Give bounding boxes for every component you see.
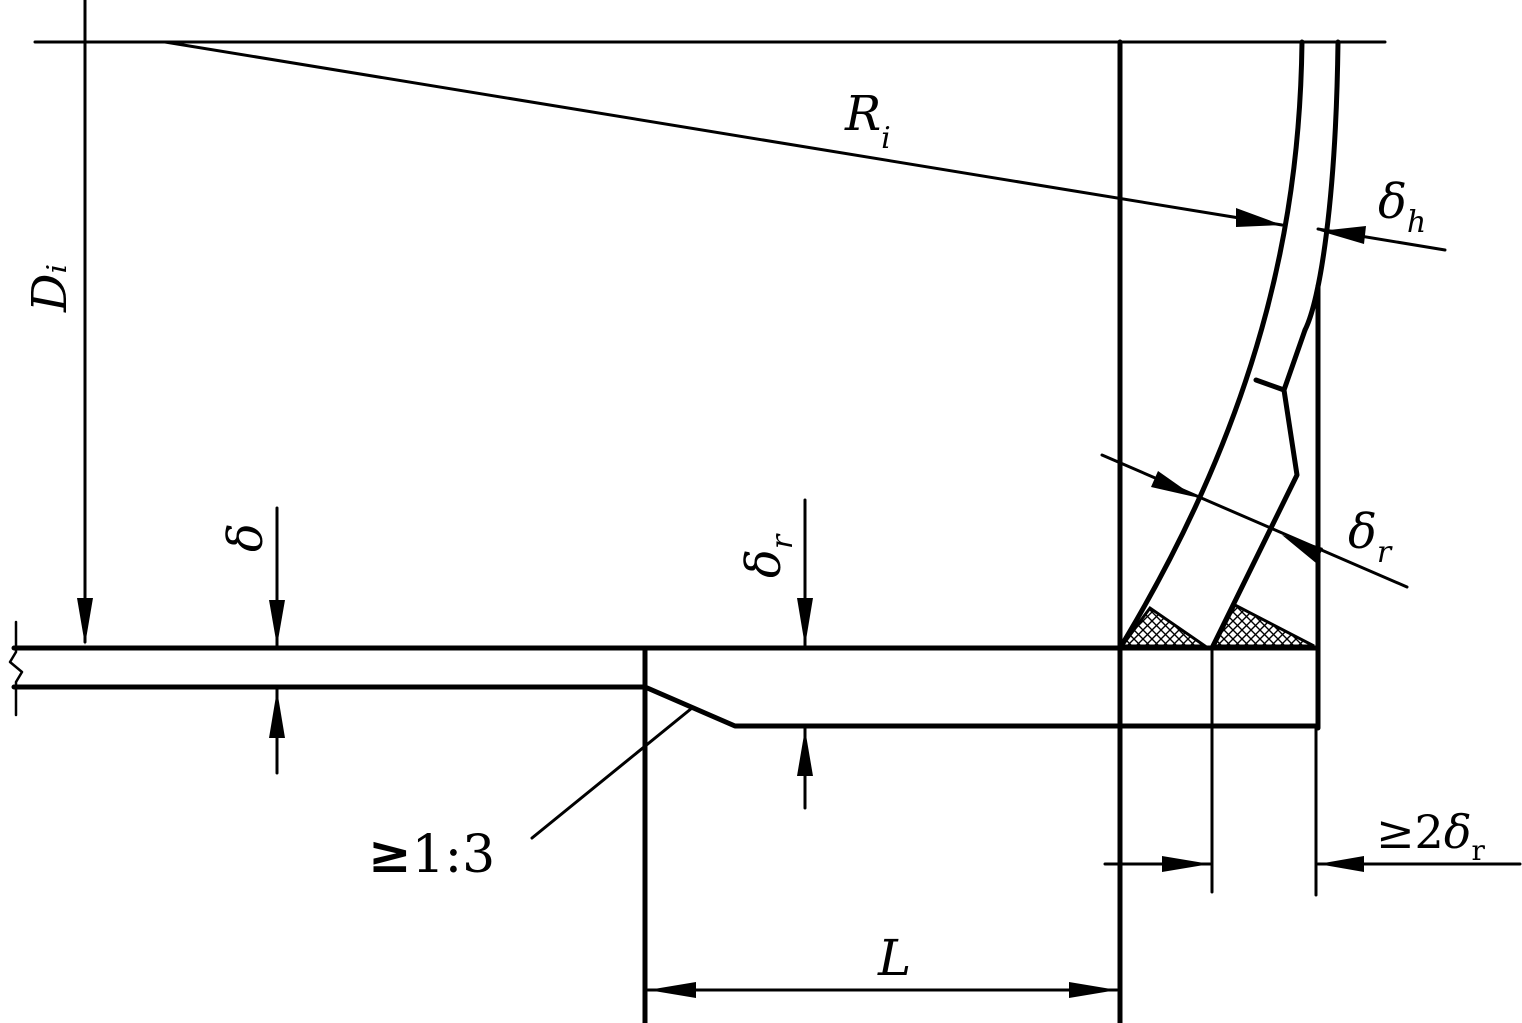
- head-thickness-arrow-icon: [1320, 226, 1366, 244]
- min-distance-sub: r: [1472, 834, 1486, 867]
- min-distance-label: ≥2δr: [1376, 805, 1486, 867]
- inner-radius-label-sub: i: [881, 121, 891, 156]
- taper-ratio-label: ≥1:3: [368, 824, 495, 885]
- taper-ratio-leader: [530, 706, 694, 840]
- shell-thickness-arrow-bottom-icon: [269, 690, 285, 738]
- min-distance-arrow-right-icon: [1318, 856, 1364, 872]
- head-inner-surface: [1117, 39, 1305, 651]
- min-distance-arrow-left-icon: [1162, 856, 1210, 872]
- head-reinforcement-leader: [1100, 453, 1409, 589]
- head-thickness-label: δh: [1378, 174, 1426, 240]
- reinforcement-thickness-arrow-bottom-icon: [797, 729, 813, 776]
- head-outer-surface: [1302, 39, 1341, 333]
- reinforcement-thickness-arrow-top-icon: [797, 598, 813, 646]
- head-transition-line: [1253, 377, 1287, 393]
- taper-ratio-symbol: ≥: [368, 824, 412, 885]
- length-arrow-left-icon: [648, 982, 696, 998]
- weld-right: [1211, 602, 1315, 648]
- length-arrow-right-icon: [1069, 982, 1117, 998]
- inner-radius-label-main: R: [844, 86, 881, 142]
- head-thickness-label-sub: h: [1407, 205, 1426, 240]
- head-reinforcement-label: δr: [1348, 504, 1393, 570]
- head-reinforcement-label-sub: r: [1377, 535, 1393, 570]
- inner-radius-leader: [163, 40, 1284, 227]
- inner-diameter-arrow-icon: [77, 598, 93, 645]
- head-reinforcement-arrow-right-icon: [1282, 535, 1323, 563]
- head-reinforcement-label-main: δ: [1348, 504, 1377, 560]
- taper-ratio-value: 1:3: [412, 825, 496, 885]
- head-reinforcement-outer: [1209, 327, 1308, 651]
- reinforcement-length-label: L: [877, 929, 911, 987]
- reinforcement-thickness-label: δr: [736, 533, 800, 578]
- inner-radius-arrow-icon: [1236, 208, 1282, 227]
- reinforcement-thickness-label-main: δ: [736, 549, 792, 578]
- reinforcement-thickness-label-sub: r: [765, 533, 800, 549]
- head-reinforcement-arrow-left-icon: [1151, 471, 1195, 497]
- shell-thickness-arrow-top-icon: [269, 600, 285, 646]
- inner-radius-label: Ri: [844, 86, 891, 156]
- head-thickness-label-main: δ: [1378, 174, 1407, 230]
- reinforcement-taper: [642, 684, 1321, 729]
- min-distance-prefix: ≥2: [1376, 805, 1444, 859]
- shell-thickness-label: δ: [218, 523, 274, 552]
- weld-left: [1119, 605, 1210, 648]
- break-line-icon: [8, 620, 24, 717]
- inner-diameter-label: Dᵢ: [22, 264, 78, 313]
- min-distance-main: δ: [1444, 805, 1472, 859]
